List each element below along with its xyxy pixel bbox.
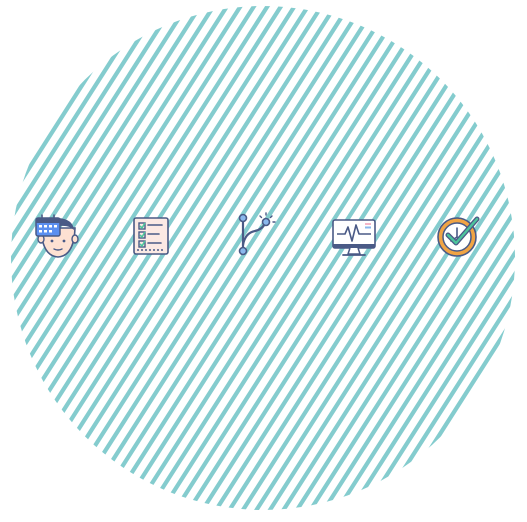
stripe [482, 0, 527, 517]
checklist-icon [131, 215, 171, 257]
person-calendar-icon [34, 212, 80, 260]
stripe [0, 0, 2, 517]
git-branch-icon [233, 211, 279, 259]
monitor-heartbeat-icon [331, 217, 377, 259]
clock-check-icon [435, 213, 483, 259]
stripe [522, 0, 527, 517]
